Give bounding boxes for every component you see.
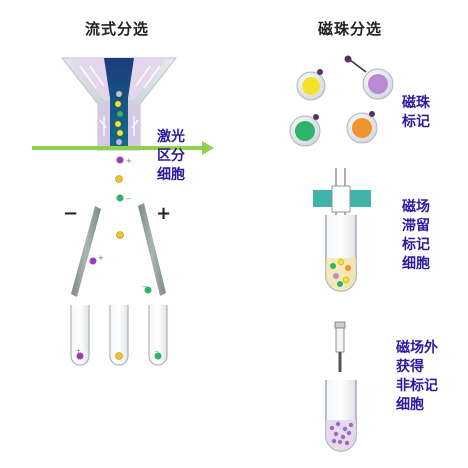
flow-sorting-title: 流式分选 bbox=[85, 20, 150, 38]
step-line: 磁珠 bbox=[402, 95, 430, 111]
step-line: 磁场外 bbox=[396, 340, 438, 356]
laser-beam bbox=[32, 141, 214, 155]
laser-label: 激光 区分 细胞 bbox=[157, 128, 185, 185]
unlabeled-collection-step: 磁场外 获得 非标记 细胞 bbox=[396, 339, 438, 415]
step-line: 标记 bbox=[402, 237, 430, 253]
cell-green bbox=[289, 114, 321, 147]
magnetic-retention-step: 磁场 滞留 标记 细胞 bbox=[402, 198, 430, 274]
step-line: 标记 bbox=[402, 114, 430, 130]
svg-text:+: + bbox=[76, 348, 81, 355]
deflection-plates bbox=[71, 203, 166, 297]
laser-label-line: 激光 bbox=[157, 129, 185, 145]
laser-label-line: 细胞 bbox=[157, 167, 185, 183]
laser-label-line: 区分 bbox=[157, 148, 185, 164]
step-line: 获得 bbox=[396, 359, 424, 375]
bead-labeling-step: 磁珠 标记 bbox=[402, 94, 430, 132]
svg-text:−: − bbox=[142, 283, 148, 291]
labeled-cells bbox=[289, 55, 394, 147]
magnetic-sorting-title: 磁珠分选 bbox=[318, 20, 383, 38]
step-line: 磁场 bbox=[402, 199, 430, 215]
step-line: 细胞 bbox=[402, 256, 430, 272]
cell-purple bbox=[344, 55, 394, 100]
positive-plate-sign: + bbox=[156, 203, 172, 224]
svg-text:+: + bbox=[126, 157, 132, 165]
syringe-collection bbox=[325, 321, 357, 452]
step-line: 滞留 bbox=[402, 218, 430, 234]
step-line: 细胞 bbox=[396, 397, 424, 413]
cell-yellow bbox=[296, 69, 326, 101]
svg-text:+: + bbox=[98, 254, 104, 262]
svg-text:−: − bbox=[126, 195, 132, 203]
svg-text:−: − bbox=[154, 348, 159, 355]
negative-plate-sign: − bbox=[63, 203, 79, 224]
step-line: 非标记 bbox=[396, 378, 438, 394]
magnetic-column bbox=[313, 168, 371, 292]
collection-tubes: + − bbox=[70, 305, 168, 366]
flow-nozzle bbox=[60, 57, 178, 151]
cell-orange bbox=[346, 111, 378, 144]
falling-droplets: + − + − bbox=[89, 156, 152, 294]
